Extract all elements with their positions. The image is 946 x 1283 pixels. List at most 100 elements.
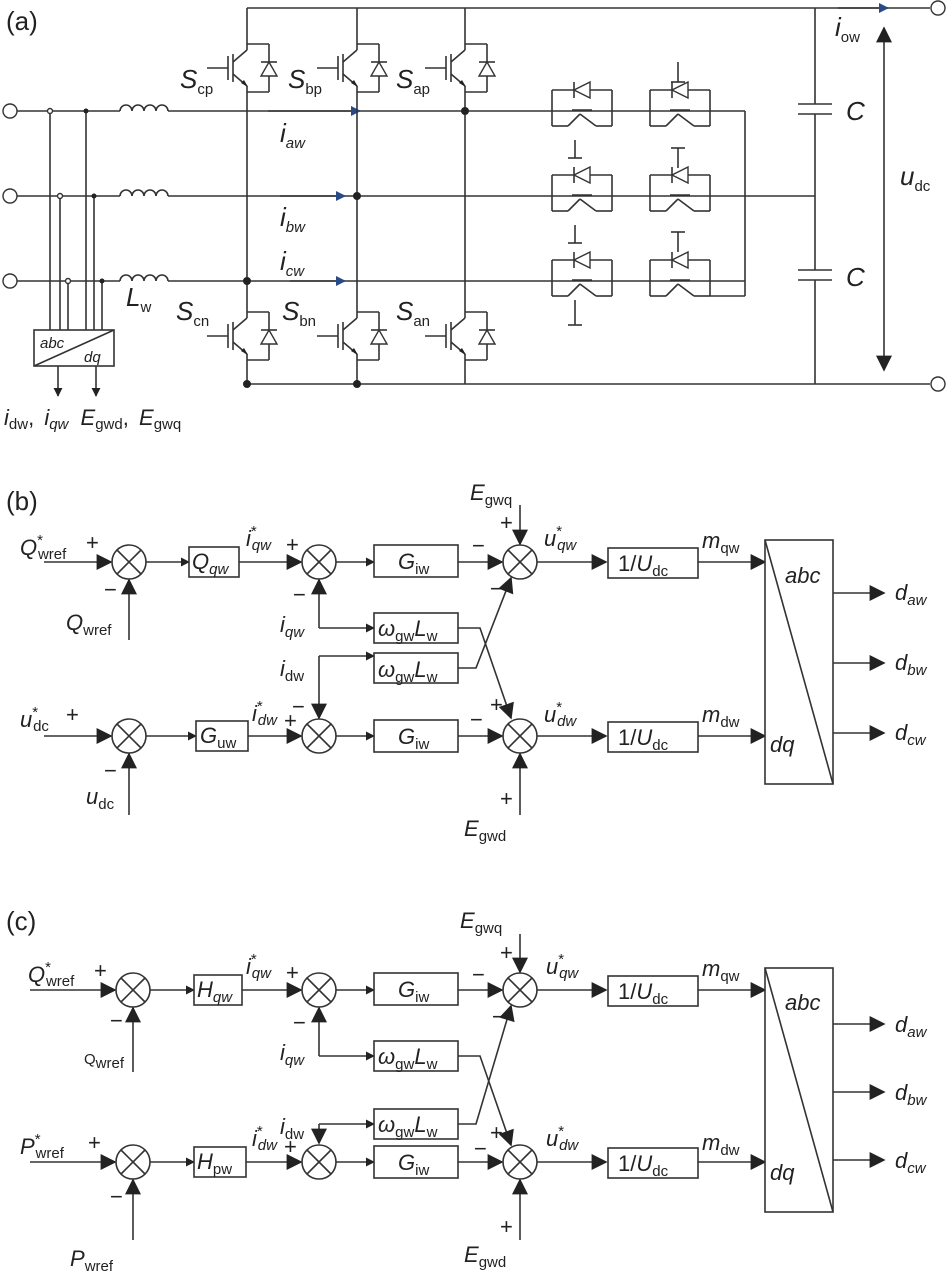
panel-b-label: (b)	[6, 486, 38, 516]
bridge-legs	[206, 8, 496, 388]
clamp-cells	[551, 62, 746, 326]
panel-a: (a)	[2, 0, 946, 434]
svg-text:+: +	[284, 708, 297, 733]
svg-text:Qqw: Qqw	[192, 549, 229, 578]
block-Hpw	[193, 1146, 247, 1178]
svg-text:Giw: Giw	[398, 1150, 429, 1179]
label-Qwref-star-b: Q*wref	[20, 532, 67, 563]
svg-text:−: −	[293, 582, 306, 607]
label-dbw-c: dbw	[895, 1080, 928, 1109]
label-current-ow: iow	[835, 12, 860, 46]
block-Qqw	[188, 546, 240, 578]
ac-terminal-a	[2, 103, 18, 119]
ac-terminal-b	[2, 188, 18, 204]
label-mdw-c: mdw	[702, 1130, 740, 1159]
svg-text:Hqw: Hqw	[197, 977, 233, 1006]
svg-text:+: +	[500, 1214, 513, 1239]
label-dcw-c: dcw	[895, 1148, 927, 1177]
label-idw-star-b: i*dw	[252, 698, 278, 729]
svg-text:−: −	[104, 577, 117, 602]
svg-text:ωgwLw: ωgwLw	[378, 1112, 438, 1141]
svg-text:+: +	[500, 510, 513, 535]
svg-text:−: −	[472, 962, 485, 987]
svg-text:dq: dq	[770, 732, 795, 757]
block-Giw-d	[373, 719, 459, 753]
svg-text:abc: abc	[785, 563, 820, 588]
dc-terminal-negative	[930, 376, 946, 392]
label-capacitor-bottom: C	[846, 262, 865, 292]
label-Egwq-c: Egwq	[460, 908, 502, 937]
block-Giw-q	[373, 544, 459, 578]
label-switch-an: San	[396, 296, 430, 330]
svg-text:+: +	[66, 702, 79, 727]
label-iqw-b: iqw	[280, 612, 305, 641]
svg-text:abc: abc	[785, 990, 820, 1015]
ac-terminal-c	[2, 273, 18, 289]
label-Pwref-c: Pwref	[70, 1246, 114, 1275]
block-inv-Udc-d	[607, 721, 699, 753]
svg-text:−: −	[104, 758, 117, 783]
panel-b: (b) Qqw Giw 1/Udc ωgwLw ωgwLw	[6, 480, 928, 845]
svg-text:−: −	[292, 694, 305, 719]
label-switch-bn: Sbn	[282, 296, 316, 330]
label-daw-c: daw	[895, 1012, 928, 1041]
svg-text:1/Udc: 1/Udc	[618, 979, 669, 1008]
label-mqw-c: mqw	[702, 956, 740, 985]
svg-text:−: −	[110, 1184, 123, 1209]
label-idw-b: idw	[280, 656, 304, 685]
switch-cn	[206, 303, 278, 369]
switch-bp	[316, 35, 388, 101]
label-switch-cn: Scn	[176, 296, 209, 330]
label-Qwref-c: Qwref	[84, 1051, 125, 1072]
svg-text:1/Udc: 1/Udc	[618, 551, 669, 580]
svg-text:−: −	[492, 1004, 505, 1029]
label-switch-cp: Scp	[180, 64, 213, 98]
svg-text:+: +	[500, 940, 513, 965]
svg-text:+: +	[286, 532, 299, 557]
panel-c-label: (c)	[6, 906, 36, 936]
label-Egwd-c: Egwd	[464, 1242, 506, 1271]
switch-an	[424, 303, 496, 369]
transform-dq-label: dq	[84, 349, 101, 366]
svg-text:−: −	[110, 1008, 123, 1033]
svg-text:+: +	[86, 530, 99, 555]
inductor-b	[119, 189, 169, 197]
label-idw-star-c: i*dw	[252, 1123, 278, 1154]
svg-text:−: −	[293, 1010, 306, 1035]
block-Giw-d-c	[373, 1145, 459, 1179]
panel-c: (c) Hqw Giw 1/Udc ωgwLw ωgwLw	[6, 906, 928, 1275]
label-udw-star-c: u*dw	[546, 1123, 579, 1154]
svg-text:−: −	[474, 1136, 487, 1161]
svg-text:+: +	[88, 1130, 101, 1155]
svg-text:Giw: Giw	[398, 724, 429, 753]
dc-terminal-positive	[930, 0, 946, 16]
transform-abc-label: abc	[40, 335, 65, 352]
svg-text:+: +	[286, 960, 299, 985]
label-Egwq-b: Egwq	[470, 480, 512, 509]
switch-bn	[316, 303, 388, 369]
label-udc-b: udc	[86, 784, 115, 813]
svg-text:+: +	[284, 1134, 297, 1159]
svg-text:+: +	[500, 786, 513, 811]
svg-text:+: +	[490, 692, 503, 717]
label-Qwref-star-c: Q*wref	[28, 959, 75, 990]
block-inv-Udc-q	[607, 547, 699, 579]
label-inductor: Lw	[126, 282, 151, 316]
block-wL-lower	[373, 652, 459, 684]
label-mqw-b: mqw	[702, 528, 740, 557]
label-iqw-star-c: i*qw	[246, 951, 272, 982]
svg-text:ωgwLw: ωgwLw	[378, 1044, 438, 1073]
svg-text:dq: dq	[770, 1160, 795, 1185]
label-uqw-star-b: u*qw	[544, 523, 577, 554]
svg-text:Guw: Guw	[200, 723, 236, 752]
output-measurements-label: idw, iqw Egwd, Egwq	[4, 405, 181, 434]
svg-text:Giw: Giw	[398, 977, 429, 1006]
inductor-a	[119, 104, 169, 112]
block-Giw-q-c	[373, 972, 459, 1006]
svg-text:ωgwLw: ωgwLw	[378, 616, 438, 645]
label-dbw-b: dbw	[895, 650, 928, 679]
svg-text:ωgwLw: ωgwLw	[378, 657, 438, 686]
label-udc: udc	[900, 161, 931, 195]
inductor-c	[119, 274, 169, 282]
